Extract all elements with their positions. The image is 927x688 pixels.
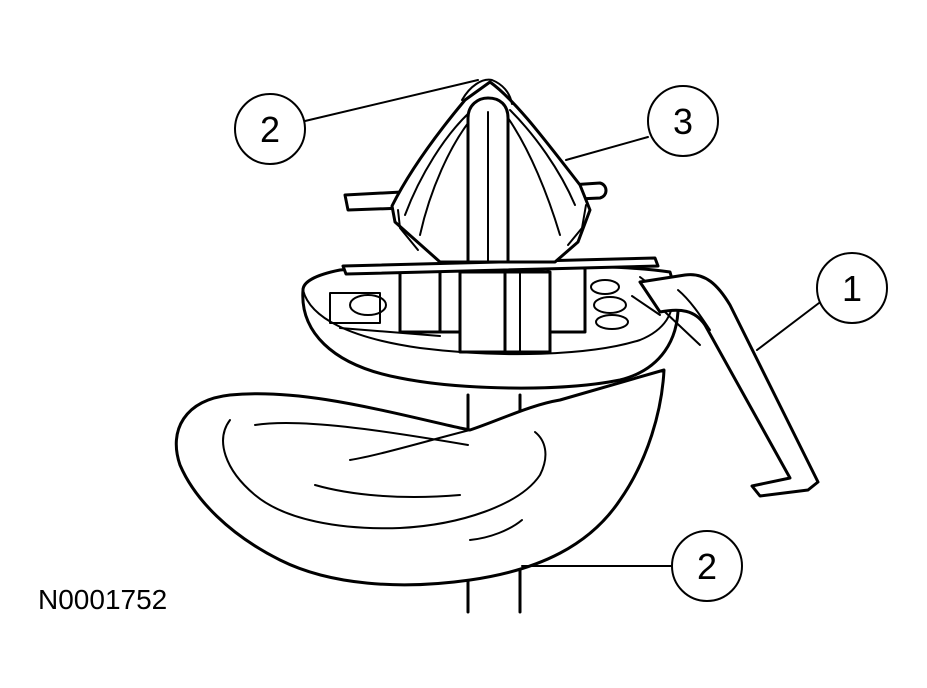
callout-label: 3 <box>673 101 693 142</box>
callout-1: 1 <box>816 252 888 324</box>
leader-lines <box>304 79 820 567</box>
callout-label: 2 <box>260 109 280 150</box>
figure-id: N0001752 <box>38 584 168 615</box>
stud-tip <box>461 78 513 264</box>
hose-loop <box>174 368 666 587</box>
release-lever <box>638 273 820 498</box>
callout-2-bottom: 2 <box>671 530 743 602</box>
callout-3: 3 <box>647 85 719 157</box>
callout-label: 2 <box>697 546 717 587</box>
callout-2-top: 2 <box>234 93 306 165</box>
center-block <box>398 266 587 354</box>
callout-label: 1 <box>842 268 862 309</box>
